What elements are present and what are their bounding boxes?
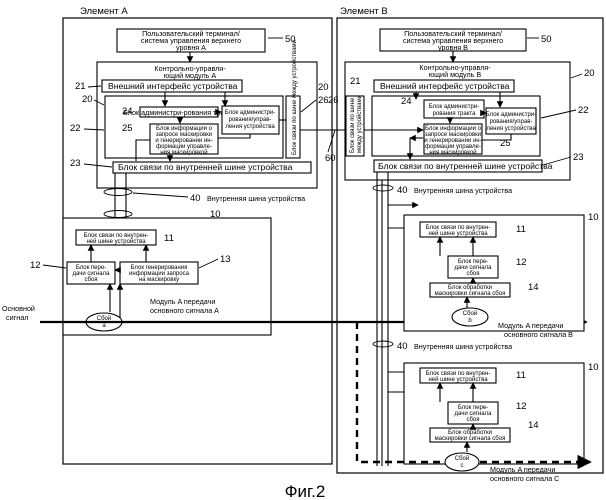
device-admin-b-label-1: Блок администри- xyxy=(486,112,536,118)
ref-23-a: 23 xyxy=(70,158,81,169)
ref-25-a: 25 xyxy=(122,123,133,134)
fault-c-label-2: c xyxy=(461,463,464,469)
external-interface-b-label: Внешний интерфейс устройства xyxy=(380,81,510,91)
fault-c-label-1: Сбой xyxy=(455,455,469,462)
ref-60: 60 xyxy=(325,153,336,164)
inter-device-bus-b-label-2: между устройствами xyxy=(356,95,363,153)
module-b-mask-proc-label-2: маскировки сигнала сбоя xyxy=(435,291,506,297)
control-module-a-label-2: ющий модуль A xyxy=(164,71,217,80)
module-a-title-2: основного сигнала A xyxy=(150,306,219,315)
ref-11-b: 11 xyxy=(516,224,526,235)
element-b-title: Элемент B xyxy=(340,6,388,17)
bus-a-label: Внутренняя шина устройства xyxy=(207,194,305,203)
path-admin-b-label-1: Блок администри- xyxy=(429,104,479,110)
device-admin-a-label-1: Блок администри- xyxy=(225,110,275,116)
ref-11-c: 11 xyxy=(516,370,526,381)
ref-20-a: 20 xyxy=(318,82,329,93)
ref-40-b1: 40 xyxy=(397,185,408,196)
module-a-int-bus-label-2: ней шине устройства xyxy=(86,238,146,245)
ref-26-b: 26 xyxy=(328,95,339,106)
ref-50-b: 50 xyxy=(541,34,552,45)
fault-tx-a-label-3: сбоя xyxy=(84,277,97,283)
terminal-b-label-3: уровня B xyxy=(438,43,468,52)
module-c-int-bus-label-2: ней шине устройства xyxy=(428,376,488,383)
device-admin-b-label-2: рования/управ- xyxy=(490,119,533,125)
mask-info-b-label-5: ния маскировкой xyxy=(429,149,476,156)
ref-10-a: 10 xyxy=(210,209,221,220)
bus-b-label-1: Внутренняя шина устройства xyxy=(414,186,512,195)
ref-21-a: 21 xyxy=(75,81,86,92)
device-admin-a-label-2: рования/управ- xyxy=(229,117,272,123)
ref-10-b: 10 xyxy=(588,212,599,223)
mask-gen-a-label-3: на маскировку xyxy=(139,277,179,283)
internal-bus-comm-b-label: Блок связи по внутренней шине устройства xyxy=(378,161,553,171)
module-b-int-bus-label-2: ней шине устройства xyxy=(428,230,488,237)
ref-14-c: 14 xyxy=(528,420,539,431)
ref-10-c: 10 xyxy=(588,362,599,373)
ref-22-a: 22 xyxy=(70,123,81,134)
ref-24-b: 24 xyxy=(401,96,412,107)
ref-20-b: 20 xyxy=(584,68,595,79)
module-c-title-1: Модуль A передачи xyxy=(490,465,555,474)
module-c-mask-proc-label-2: маскировки сигнала сбоя xyxy=(435,436,506,442)
ref-12-b: 12 xyxy=(516,257,527,268)
module-c-title-2: основного сигнала C xyxy=(490,474,559,483)
module-b-fault-tx-label-3: сбоя xyxy=(466,271,479,277)
external-interface-a-label: Внешний интерфейс устройства xyxy=(108,81,238,91)
internal-bus-comm-a-label: Блок связи по внутренней шине устройства xyxy=(118,162,293,172)
path-admin-b-label-2: рования тракта xyxy=(433,111,477,117)
ref-13-a: 13 xyxy=(220,254,231,265)
inter-device-bus-b-label-1: Блок связи по шине xyxy=(350,97,356,153)
ref-23-b: 23 xyxy=(573,152,584,163)
device-admin-a-label-3: ления устройства xyxy=(225,123,275,130)
main-signal-label-2: сигнал xyxy=(6,313,28,322)
ref-22-b: 22 xyxy=(578,105,589,116)
ref-24-a: 24 xyxy=(122,106,133,117)
control-module-b-label-2: ющий модуль B xyxy=(429,70,482,79)
ref-12-c: 12 xyxy=(516,401,527,412)
element-a-title: Элемент A xyxy=(80,6,128,17)
ref-40-a: 40 xyxy=(190,193,201,204)
ref-20b-a: 20 xyxy=(82,94,93,105)
module-a-title-1: Модуль A передачи xyxy=(150,297,215,306)
bus-b-label-2: Внутренняя шина устройства xyxy=(414,342,512,351)
ref-12-a: 12 xyxy=(30,260,41,271)
module-c-fault-tx-label-3: сбоя xyxy=(466,417,479,423)
device-admin-b-label-3: ления устройства xyxy=(486,125,536,132)
inter-device-bus-a-label: Блок связи по шине между устройствами xyxy=(291,40,298,155)
module-b-title-1: Модуль A передачи xyxy=(498,321,563,330)
fault-b-label-1: Сбой xyxy=(463,310,477,317)
mask-info-a-label-5: ния маскировкой xyxy=(160,149,207,156)
terminal-a-label-3: уровня A xyxy=(176,43,206,52)
ref-11-a: 11 xyxy=(164,233,174,244)
figure-caption: Фиг.2 xyxy=(285,482,326,500)
module-b-title-2: основного сигнала B xyxy=(504,330,573,339)
main-signal-label-1: Основной xyxy=(2,304,35,313)
ref-40-b2: 40 xyxy=(397,341,408,352)
ref-21-b: 21 xyxy=(350,76,361,87)
ref-26-a: 26 xyxy=(318,95,329,106)
ref-14-b: 14 xyxy=(528,282,539,293)
